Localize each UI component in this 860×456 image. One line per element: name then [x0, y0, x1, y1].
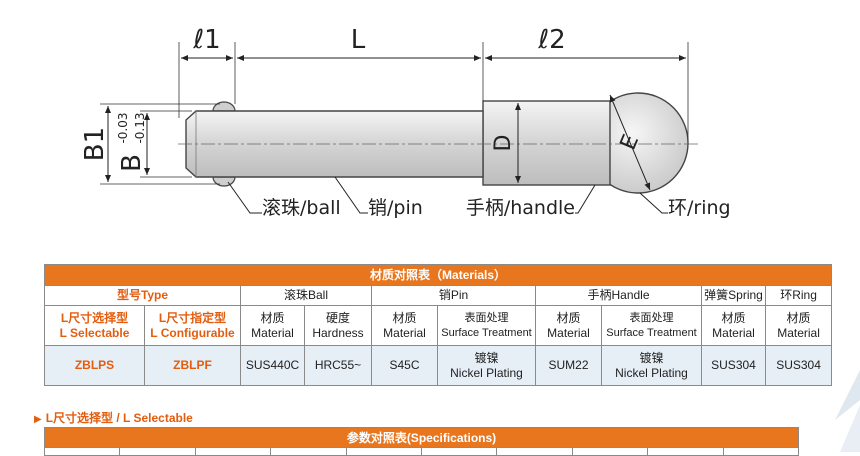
- materials-table: 材质对照表（Materials） 型号Type 滚珠Ball 销Pin 手柄Ha…: [43, 264, 833, 386]
- value-spring-material: SUS304: [701, 345, 766, 386]
- value-ball-hardness: HRC55~: [304, 345, 372, 386]
- dim-B-label: B: [117, 154, 147, 172]
- specifications-title: 参数对照表(Specifications): [44, 427, 799, 448]
- group-ball: 滚珠Ball: [240, 285, 372, 306]
- value-ring-material: SUS304: [764, 345, 833, 386]
- dim-D-label: D: [491, 135, 516, 152]
- dim-E-line: [609, 94, 651, 191]
- ball-bottom-shape: [212, 176, 236, 187]
- leader-pin: [334, 176, 368, 214]
- leader-ring: [639, 192, 668, 214]
- triangle-right-icon: ▶: [34, 414, 42, 425]
- tolerance-upper: -0.03: [116, 112, 130, 143]
- leader-ball: [227, 181, 262, 214]
- value-pin-material: S45C: [371, 345, 438, 386]
- value-zblps: ZBLPS: [44, 345, 145, 386]
- value-handle-material: SUM22: [535, 345, 602, 386]
- group-ring: 环Ring: [764, 285, 833, 306]
- section-title: ▶L尺寸选择型 / L Selectable: [34, 411, 193, 425]
- type-header: 型号Type: [44, 285, 241, 306]
- group-spring: 弹簧Spring: [701, 285, 766, 306]
- callout-handle: 手柄/handle: [466, 197, 575, 219]
- dim-l2-label: ℓ2: [537, 25, 565, 55]
- dim-B1-label: B1: [80, 127, 110, 161]
- callout-ring: 环/ring: [668, 197, 731, 219]
- ball-top-shape: [212, 101, 236, 112]
- handle-shape: [482, 100, 611, 186]
- callout-pin: 销/pin: [368, 197, 423, 219]
- pin-technical-drawing: ℓ1 L ℓ2 B1 B -0.03 -0.13 D E 滚珠/ball 销/p…: [80, 25, 731, 219]
- leader-handle: [575, 184, 596, 214]
- dim-L-label: L: [351, 25, 366, 55]
- group-handle: 手柄Handle: [535, 285, 702, 306]
- value-ball-material: SUS440C: [240, 345, 305, 386]
- value-zblpf: ZBLPF: [144, 345, 241, 386]
- tolerance-lower: -0.13: [133, 112, 147, 143]
- callout-ball: 滚珠/ball: [262, 197, 341, 219]
- materials-title: 材质对照表（Materials）: [43, 264, 833, 286]
- decorative-stripes: [835, 370, 860, 452]
- group-pin: 销Pin: [371, 285, 536, 306]
- dim-l1-label: ℓ1: [192, 25, 220, 55]
